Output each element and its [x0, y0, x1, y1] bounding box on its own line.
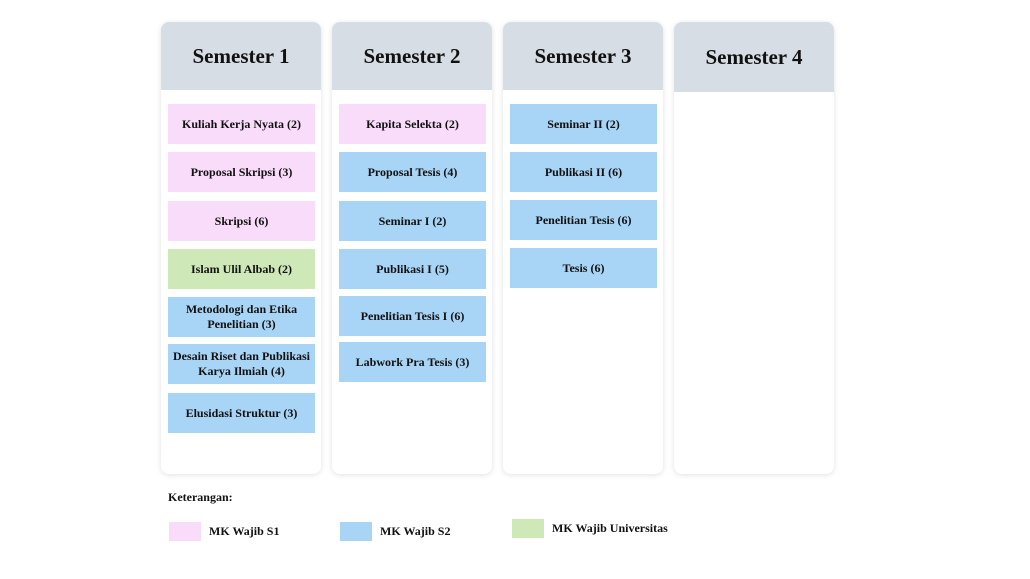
- semester-4-header: Semester 4: [674, 22, 834, 92]
- legend-label-universitas: MK Wajib Universitas: [552, 521, 668, 535]
- semester-3-column: Semester 3 Seminar II (2) Publikasi II (…: [503, 22, 663, 474]
- course-proposal-tesis: Proposal Tesis (4): [339, 152, 486, 192]
- course-desain-riset-publikasi: Desain Riset dan Publikasi Karya Ilmiah …: [168, 344, 315, 384]
- course-penelitian-tesis-1: Penelitian Tesis I (6): [339, 296, 486, 336]
- course-proposal-skripsi: Proposal Skripsi (3): [168, 152, 315, 192]
- course-skripsi: Skripsi (6): [168, 201, 315, 241]
- course-publikasi-1: Publikasi I (5): [339, 249, 486, 289]
- legend-item-s2: MK Wajib S2: [340, 522, 450, 541]
- legend-swatch-universitas: [512, 519, 544, 538]
- legend-title: Keterangan:: [168, 490, 233, 504]
- legend-swatch-s2: [340, 522, 372, 541]
- semester-3-header: Semester 3: [503, 22, 663, 90]
- semester-1-column: Semester 1 Kuliah Kerja Nyata (2) Propos…: [161, 22, 321, 474]
- legend-swatch-s1: [169, 522, 201, 541]
- course-publikasi-2: Publikasi II (6): [510, 152, 657, 192]
- course-kuliah-kerja-nyata: Kuliah Kerja Nyata (2): [168, 104, 315, 144]
- course-tesis: Tesis (6): [510, 248, 657, 288]
- semester-4-column: Semester 4: [674, 22, 834, 474]
- semester-1-header: Semester 1: [161, 22, 321, 90]
- semester-2-header: Semester 2: [332, 22, 492, 90]
- legend-label-s2: MK Wajib S2: [380, 524, 451, 538]
- course-islam-ulil-albab: Islam Ulil Albab (2): [168, 249, 315, 289]
- course-kapita-selekta: Kapita Selekta (2): [339, 104, 486, 144]
- course-labwork-pra-tesis: Labwork Pra Tesis (3): [339, 342, 486, 382]
- course-penelitian-tesis: Penelitian Tesis (6): [510, 200, 657, 240]
- semester-2-column: Semester 2 Kapita Selekta (2) Proposal T…: [332, 22, 492, 474]
- legend-item-s1: MK Wajib S1: [169, 522, 279, 541]
- legend-label-s1: MK Wajib S1: [209, 524, 280, 538]
- course-seminar-2: Seminar II (2): [510, 104, 657, 144]
- legend-item-universitas: MK Wajib Universitas: [512, 519, 668, 538]
- course-metodologi-etika-penelitian: Metodologi dan Etika Penelitian (3): [168, 297, 315, 337]
- course-elusidasi-struktur: Elusidasi Struktur (3): [168, 393, 315, 433]
- course-seminar-1: Seminar I (2): [339, 201, 486, 241]
